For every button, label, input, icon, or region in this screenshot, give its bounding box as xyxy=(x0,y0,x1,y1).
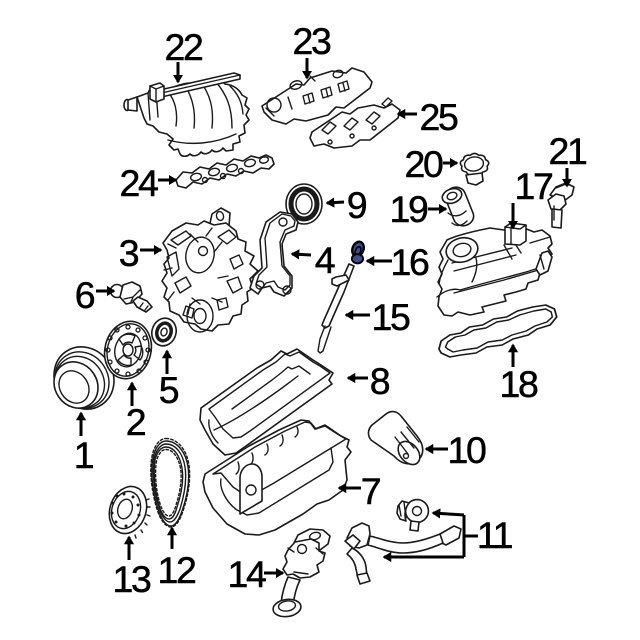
svg-text:9: 9 xyxy=(347,184,367,226)
svg-text:14: 14 xyxy=(228,553,266,595)
svg-text:19: 19 xyxy=(390,188,428,230)
svg-text:1: 1 xyxy=(74,434,94,476)
svg-text:8: 8 xyxy=(370,360,390,402)
svg-text:25: 25 xyxy=(420,96,458,138)
svg-text:4: 4 xyxy=(315,239,335,281)
svg-text:20: 20 xyxy=(405,143,443,185)
svg-text:7: 7 xyxy=(361,470,380,512)
svg-text:23: 23 xyxy=(293,20,331,62)
svg-text:2: 2 xyxy=(126,401,145,443)
svg-text:10: 10 xyxy=(448,429,486,471)
svg-text:21: 21 xyxy=(549,130,587,172)
svg-text:12: 12 xyxy=(158,549,195,591)
svg-text:5: 5 xyxy=(159,369,179,411)
svg-text:22: 22 xyxy=(165,26,202,68)
svg-text:15: 15 xyxy=(372,296,410,338)
svg-text:3: 3 xyxy=(119,232,139,274)
svg-text:6: 6 xyxy=(75,274,95,316)
svg-text:13: 13 xyxy=(113,558,151,600)
svg-text:17: 17 xyxy=(515,165,552,207)
svg-text:11: 11 xyxy=(477,514,513,556)
svg-text:24: 24 xyxy=(120,162,158,204)
svg-text:18: 18 xyxy=(500,363,538,405)
svg-text:16: 16 xyxy=(391,241,429,283)
